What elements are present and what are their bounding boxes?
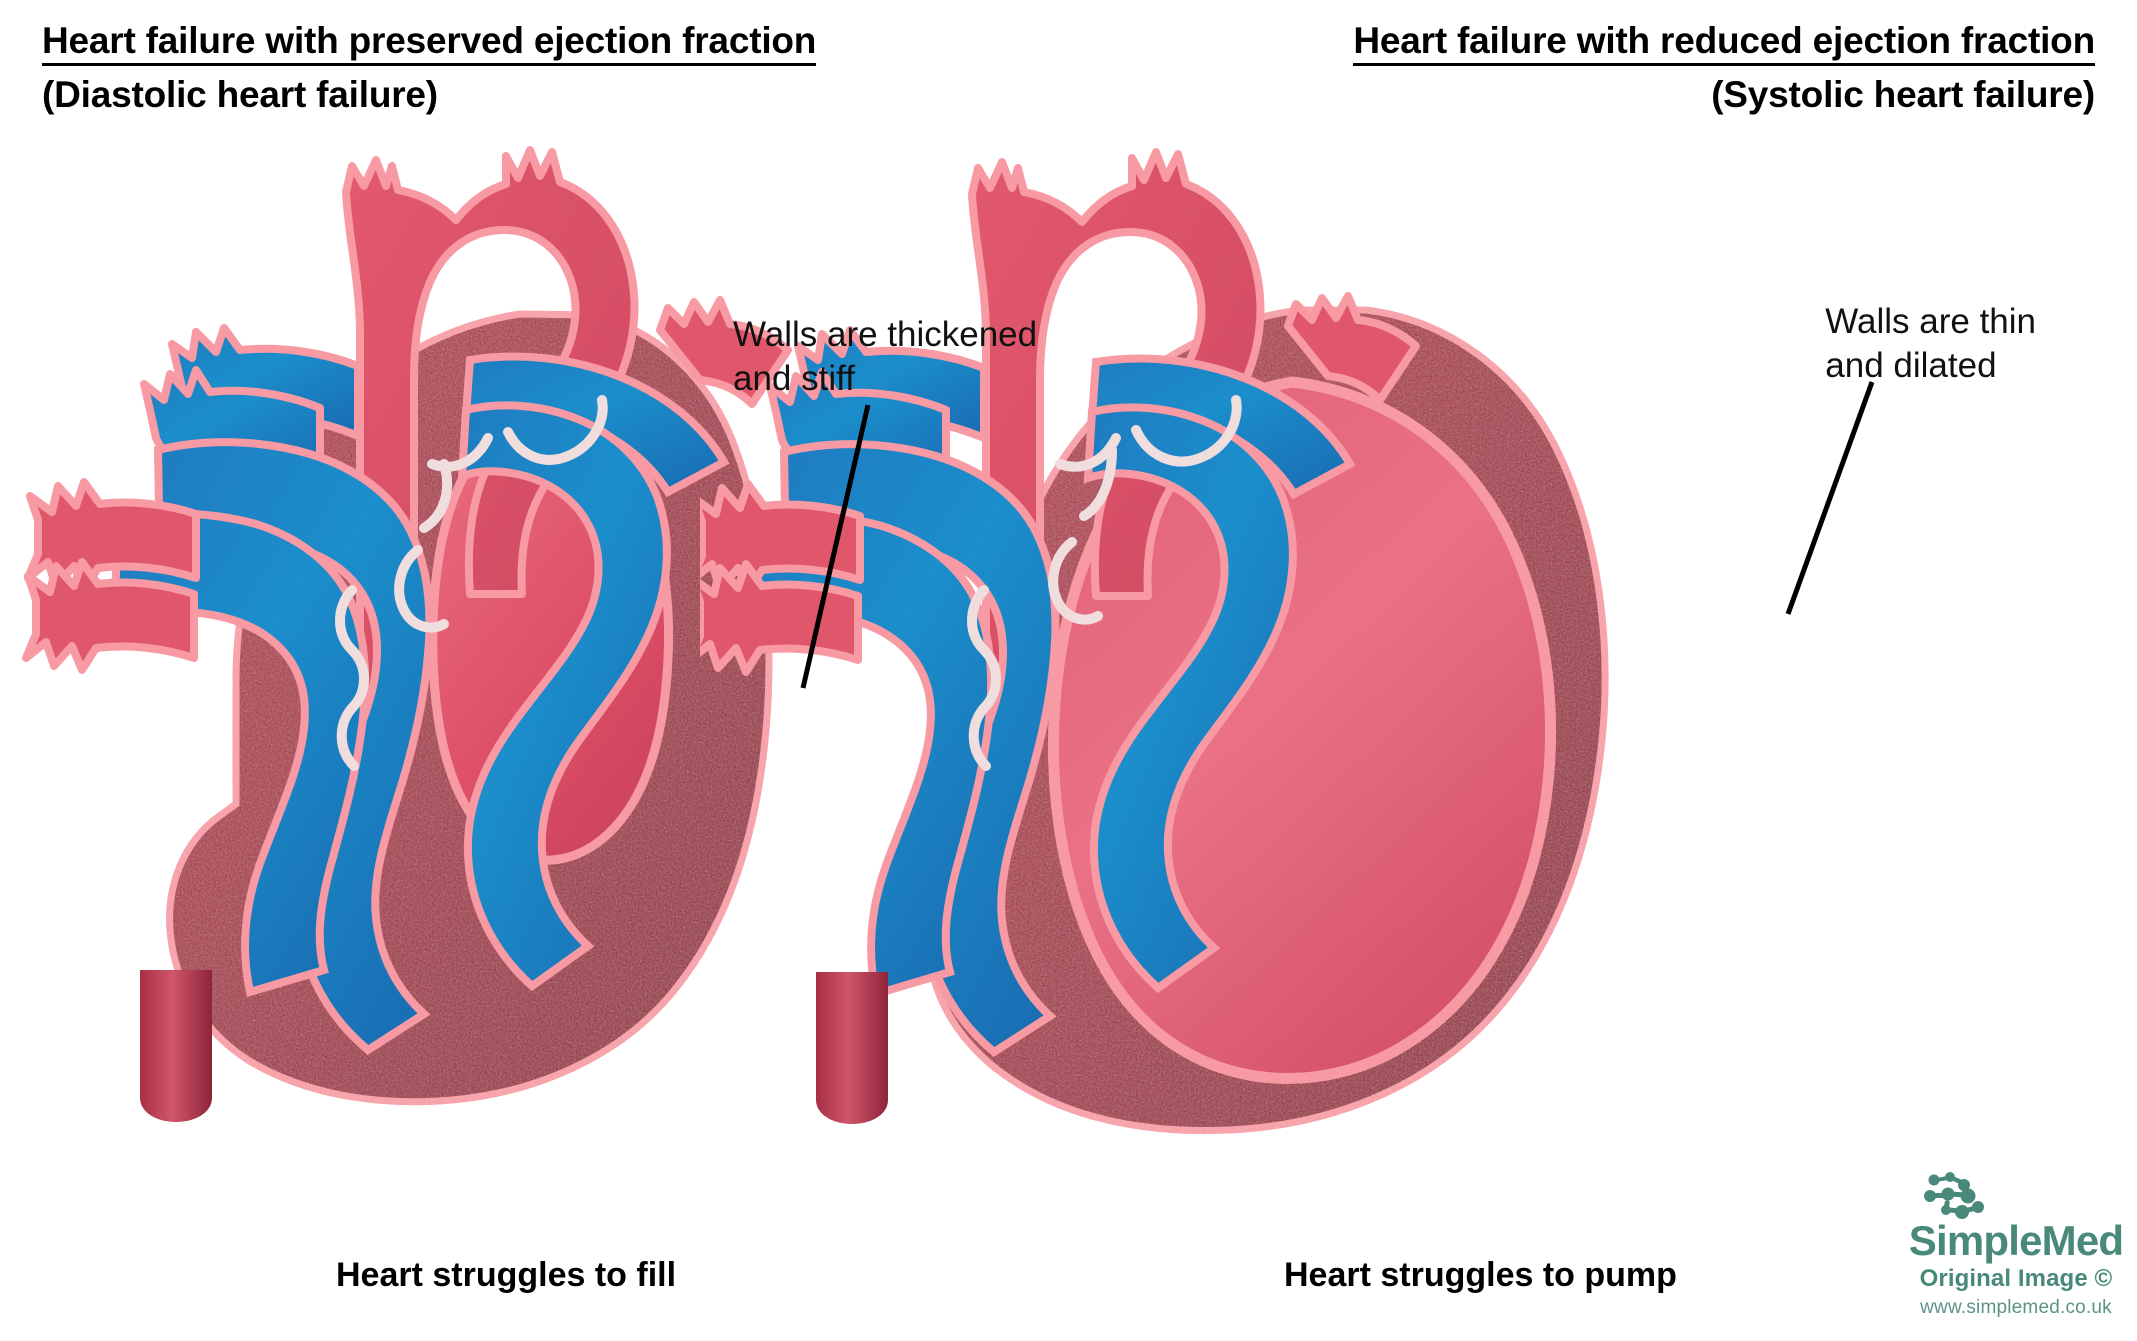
right-pulmonary-veins — [656, 296, 792, 408]
logo-subtitle: Original Image © — [1919, 1265, 2113, 1292]
right-atrium-blue — [109, 438, 434, 1055]
logo-url[interactable]: www.simplemed.co.uk — [1920, 1297, 2112, 1318]
right-annotation-line2: and dilated — [1825, 345, 1997, 385]
simplemed-logo: SimpleMed Original Image © www.simplemed… — [1900, 1172, 2132, 1319]
right-apex-vessel-stub — [816, 972, 888, 1124]
left-title-sub: (Diastolic heart failure) — [42, 74, 438, 116]
left-annotation-line1: Walls are thickened — [733, 315, 1038, 354]
right-caption: Heart struggles to pump — [1284, 1256, 1677, 1294]
left-title-main: Heart failure with preserved ejection fr… — [42, 20, 816, 67]
right-panel-title: Heart failure with reduced ejection frac… — [1353, 20, 2095, 116]
right-panel-right-pv — [1284, 292, 1420, 404]
right-annotation-line1: Walls are thin — [1825, 302, 2036, 341]
right-heart-illustration — [700, 148, 1609, 1134]
right-atrium-blue-r — [735, 440, 1060, 1057]
left-caption: Heart struggles to fill — [336, 1256, 677, 1294]
right-annotation: Walls are thin and dilated — [1825, 300, 2036, 388]
left-leader-line — [800, 404, 871, 689]
right-title-sub: (Systolic heart failure) — [1711, 74, 2095, 116]
left-panel-title: Heart failure with preserved ejection fr… — [42, 20, 816, 116]
left-annotation-line2: and stiff — [733, 358, 855, 398]
left-heart-illustration — [22, 146, 792, 1122]
left-annotation: Walls are thickened and stiff — [733, 313, 1037, 401]
molecule-icon — [1924, 1172, 1984, 1219]
logo-wordmark: SimpleMed — [1908, 1217, 2124, 1264]
right-title-main: Heart failure with reduced ejection frac… — [1353, 20, 2095, 67]
right-valve-chordae — [967, 395, 1242, 771]
right-leader-line — [1785, 381, 1875, 615]
apex-vessel-stub — [140, 970, 212, 1122]
right-pulmonary-artery-blue — [1083, 354, 1356, 994]
valve-chordae — [335, 395, 608, 771]
pulmonary-vein-stubs — [22, 478, 200, 674]
right-panel-pulmonary-vein-stubs — [700, 480, 864, 676]
right-superior-vena-cava — [766, 326, 988, 486]
